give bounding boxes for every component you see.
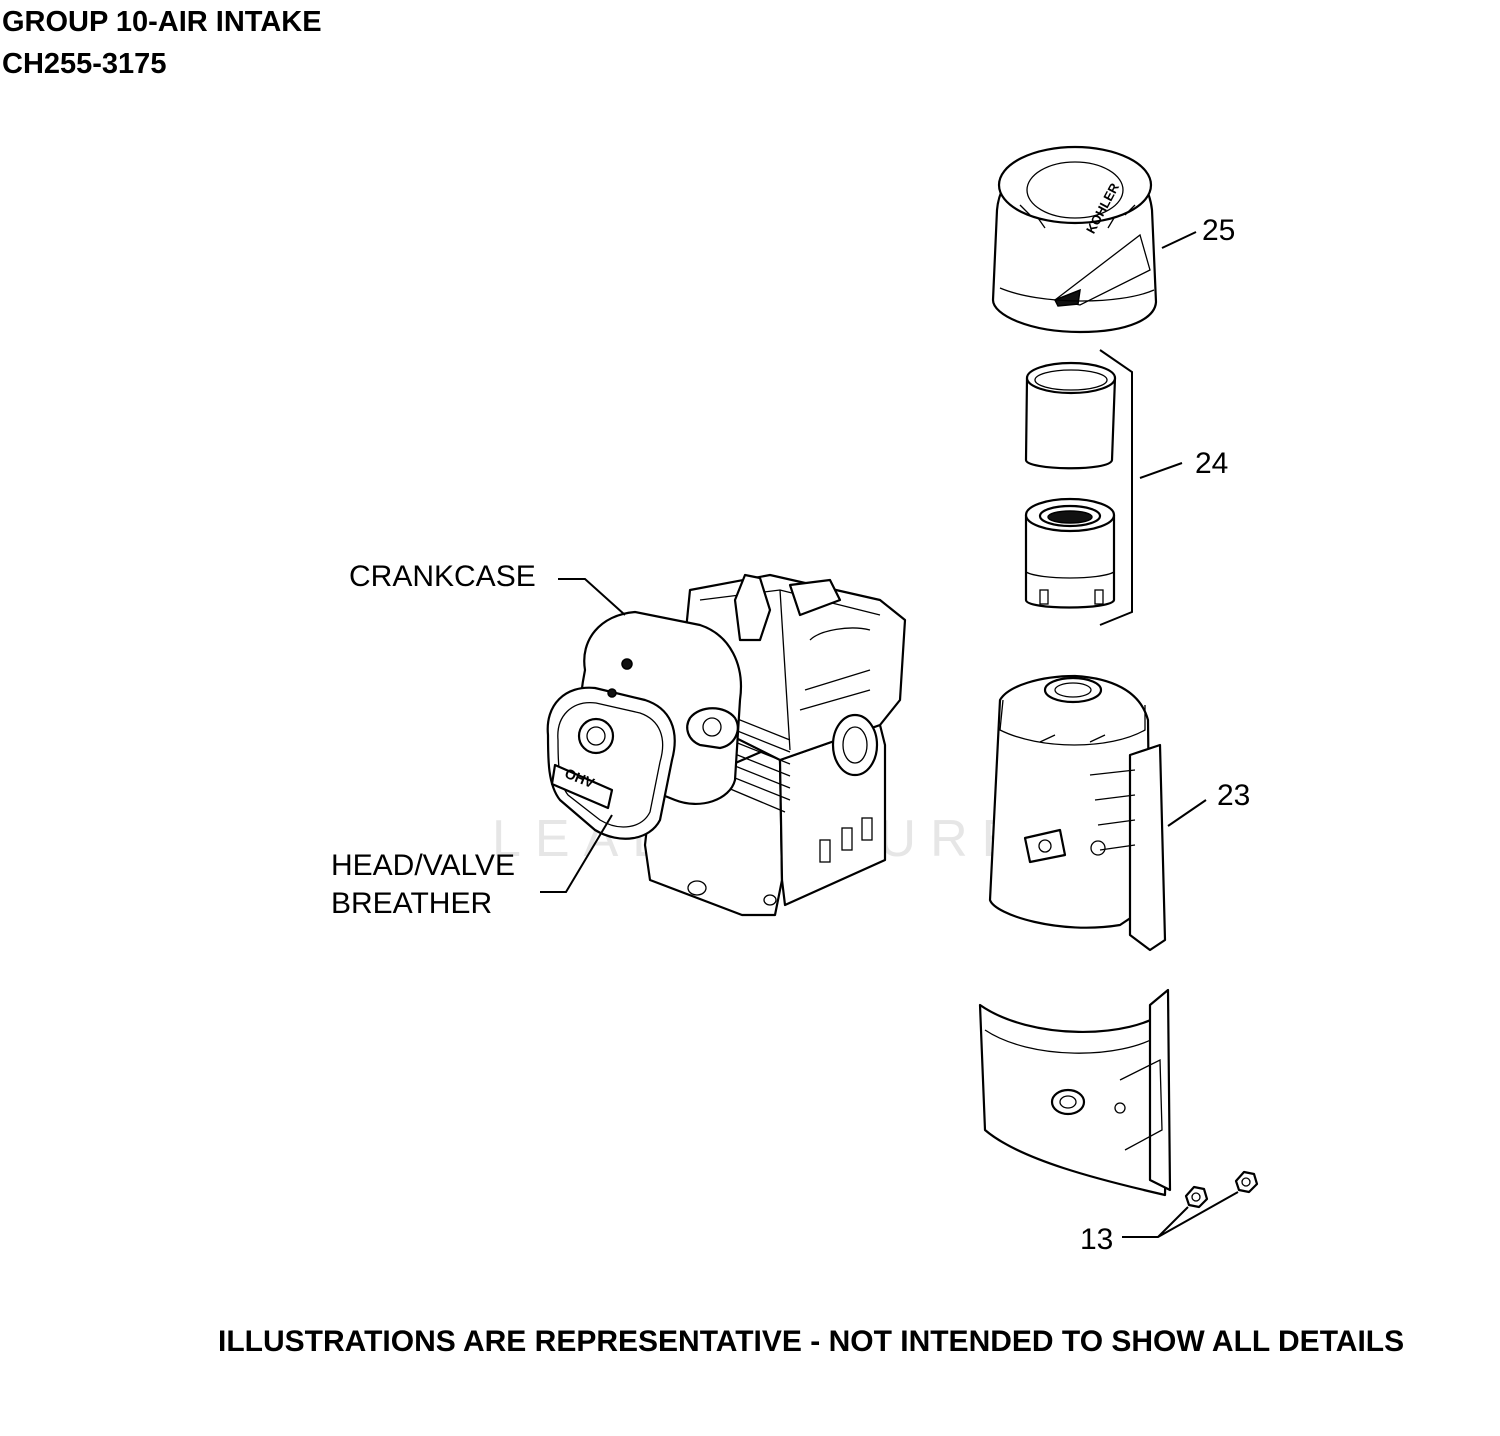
breather-leader-line (540, 814, 613, 893)
part-24-leader-line (1139, 462, 1183, 479)
disclaimer-note: ILLUSTRATIONS ARE REPRESENTATIVE - NOT I… (218, 1325, 1405, 1358)
part-13-leader-line (1122, 1191, 1239, 1238)
heat-shield (978, 988, 1172, 1197)
part-13-nuts (1184, 1170, 1259, 1209)
callout-part-23: 23 (1217, 779, 1250, 812)
callout-part-24: 24 (1195, 447, 1228, 480)
part-23-leader-line (1167, 799, 1207, 827)
part-23-air-cleaner-base (988, 674, 1167, 952)
part-24-filter-elements (1024, 361, 1117, 609)
part-25-leader-line (1161, 231, 1197, 249)
crankcase-leader-line (558, 578, 626, 616)
engine-illustration: OHV (546, 573, 907, 917)
callout-breather: BREATHER (331, 887, 492, 920)
page-title: GROUP 10-AIR INTAKE (2, 6, 322, 38)
model-number: CH255-3175 (2, 48, 167, 80)
callout-head-valve: HEAD/VALVE (331, 849, 515, 882)
callout-crankcase: CRANKCASE (349, 560, 536, 593)
callout-part-25: 25 (1202, 214, 1235, 247)
callout-part-13: 13 (1080, 1223, 1113, 1256)
part-25-air-cleaner-cover: KOHLER (991, 145, 1158, 334)
part-24-bracket (1099, 349, 1133, 626)
